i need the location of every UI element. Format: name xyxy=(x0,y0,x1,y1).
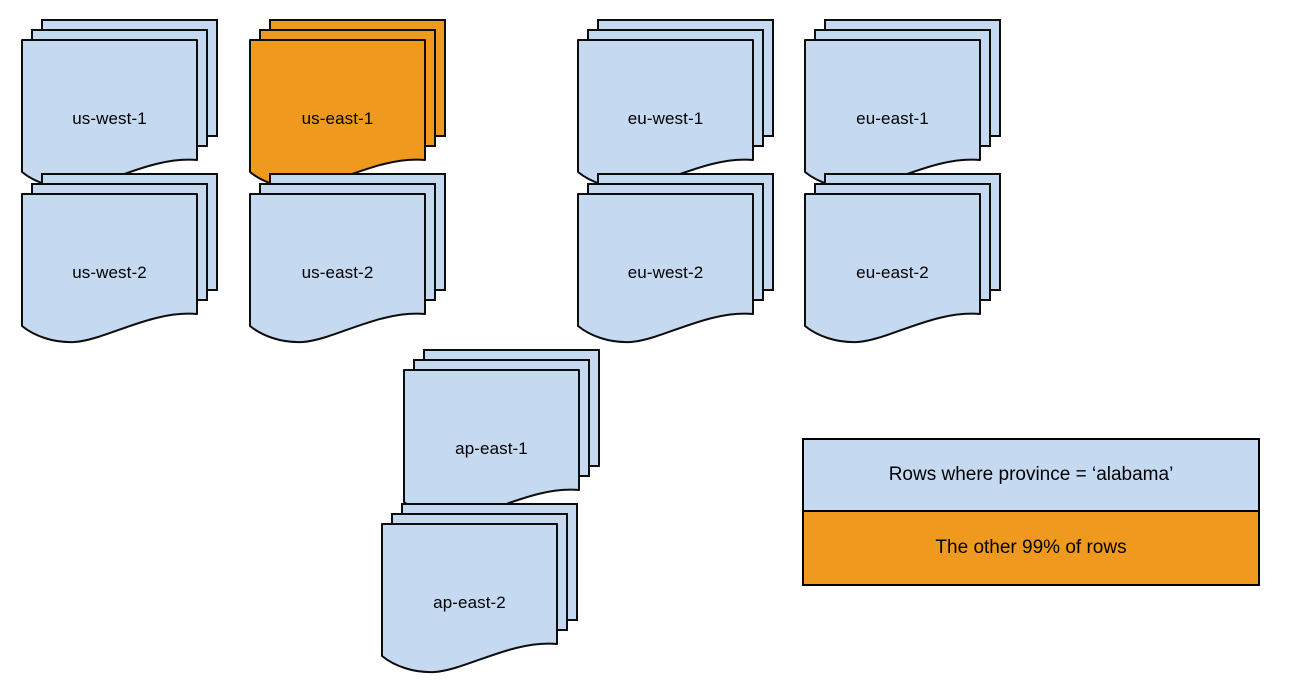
legend: Rows where province = ‘alabama’ The other… xyxy=(802,438,1260,586)
region-stack-us-west-1[interactable]: us-west-1 xyxy=(20,18,219,192)
stack-front-document xyxy=(577,193,754,344)
region-stack-eu-east-1[interactable]: eu-east-1 xyxy=(803,18,1002,192)
stack-shape-eu-east-1 xyxy=(804,19,1001,190)
legend-row-other-rows: The other 99% of rows xyxy=(802,512,1260,586)
stack-front-document xyxy=(21,39,198,190)
region-stack-eu-west-2[interactable]: eu-west-2 xyxy=(576,172,775,346)
stack-shape-us-east-1 xyxy=(249,19,446,190)
legend-row-label: The other 99% of rows xyxy=(935,537,1127,558)
stack-shape-eu-west-1 xyxy=(577,19,774,190)
stack-shape-ap-east-1 xyxy=(403,349,600,520)
stack-front-document xyxy=(804,193,981,344)
stack-shape-us-west-2 xyxy=(21,173,218,344)
region-stack-us-west-2[interactable]: us-west-2 xyxy=(20,172,219,346)
stack-shape-us-east-2 xyxy=(249,173,446,344)
stack-shape-eu-east-2 xyxy=(804,173,1001,344)
legend-row-label: Rows where province = ‘alabama’ xyxy=(888,464,1174,485)
stack-front-document xyxy=(249,193,426,344)
region-stack-eu-west-1[interactable]: eu-west-1 xyxy=(576,18,775,192)
region-stack-eu-east-2[interactable]: eu-east-2 xyxy=(803,172,1002,346)
region-stack-us-east-2[interactable]: us-east-2 xyxy=(248,172,447,346)
region-stack-ap-east-1[interactable]: ap-east-1 xyxy=(402,348,601,522)
stack-shape-us-west-1 xyxy=(21,19,218,190)
stack-front-document xyxy=(577,39,754,190)
stack-front-document xyxy=(381,523,558,674)
stack-front-document xyxy=(249,39,426,190)
stack-shape-eu-west-2 xyxy=(577,173,774,344)
stack-front-document xyxy=(403,369,580,520)
region-stack-us-east-1[interactable]: us-east-1 xyxy=(248,18,447,192)
stack-front-document xyxy=(804,39,981,190)
stack-shape-ap-east-2 xyxy=(381,503,578,674)
stack-front-document xyxy=(21,193,198,344)
legend-row-matching-rows: Rows where province = ‘alabama’ xyxy=(802,438,1260,512)
region-stack-ap-east-2[interactable]: ap-east-2 xyxy=(380,502,579,676)
